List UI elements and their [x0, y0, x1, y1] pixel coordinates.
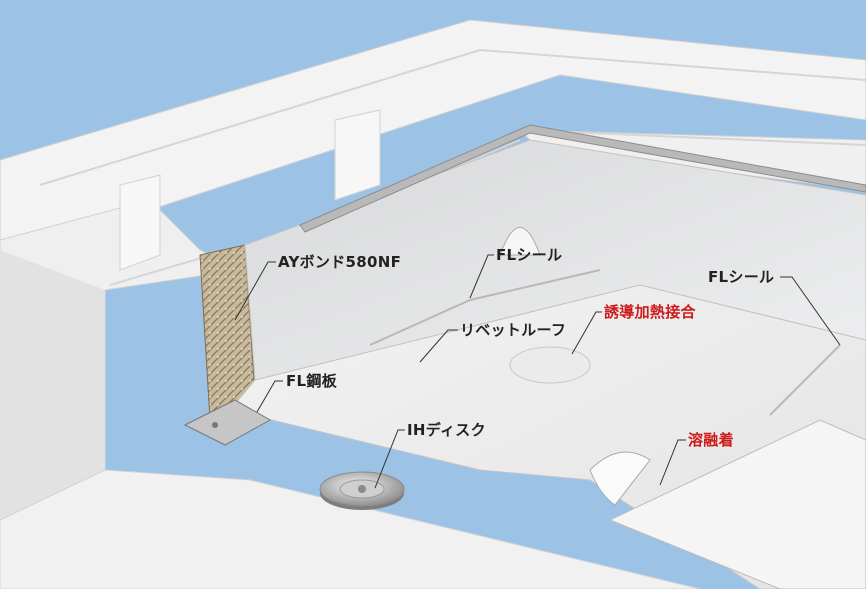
fl-seal-line-left — [369, 269, 601, 346]
label-fl-seal-2: FLシール — [708, 268, 775, 286]
corner-patch-icon — [499, 227, 541, 256]
ih-disk-icon — [319, 471, 405, 510]
fusion-sheet — [608, 419, 866, 589]
fl-steel-plate-icon — [183, 399, 272, 446]
label-fl-seal-1: FLシール — [496, 246, 563, 264]
metal-edge-rail — [299, 124, 866, 233]
leader-ih-disk — [374, 429, 405, 489]
leader-lines — [234, 254, 841, 489]
induction-joint-mark — [509, 346, 591, 384]
label-ay-bond: AYボンド580NF — [278, 253, 402, 271]
peeled-sheet-corner-icon — [589, 451, 651, 506]
fl-seal-line-right — [769, 344, 841, 416]
label-induction-joint: 誘導加熱接合 — [604, 303, 696, 321]
parapet-step-2 — [119, 174, 161, 271]
label-fusion: 溶融着 — [688, 431, 734, 449]
concrete-left-face — [0, 250, 105, 520]
label-fl-steel-plate: FL鋼板 — [286, 372, 338, 390]
concrete-floor-slab — [0, 469, 701, 589]
label-rivet-roof: リベットルーフ — [460, 321, 567, 339]
leader-ay-bond — [234, 261, 276, 321]
label-ih-disk: IHディスク — [407, 421, 486, 439]
leader-fl-seal-2 — [780, 276, 841, 346]
parapet-step — [334, 109, 381, 201]
leader-rivet-roof — [419, 329, 458, 363]
leader-fl-seal-1 — [469, 254, 494, 299]
leader-induction-joint — [571, 311, 602, 355]
leader-fl-steel-plate — [256, 380, 283, 413]
leader-fusion — [659, 439, 686, 486]
